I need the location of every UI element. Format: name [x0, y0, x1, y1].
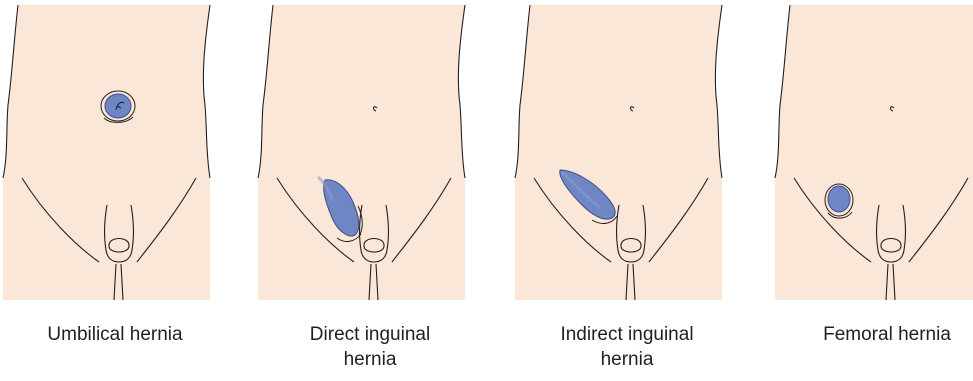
- caption-line-2: hernia: [512, 347, 742, 372]
- caption-line-1: Femoral hernia: [772, 322, 973, 347]
- torso-body: [3, 5, 210, 300]
- torso-body: [258, 5, 465, 300]
- torso-illustration: [0, 0, 230, 320]
- glans-outline: [109, 239, 129, 253]
- panel-direct-inguinal-hernia: Direct inguinal hernia: [255, 0, 485, 381]
- caption-line-2: hernia: [255, 347, 485, 372]
- caption-indirect-inguinal-hernia: Indirect inguinal hernia: [512, 322, 742, 372]
- glans-outline: [881, 239, 901, 253]
- caption-line-1: Direct inguinal: [255, 322, 485, 347]
- panel-indirect-inguinal-hernia: Indirect inguinal hernia: [512, 0, 742, 381]
- torso-body: [515, 5, 722, 300]
- torso-illustration: [255, 0, 485, 320]
- caption-femoral-hernia: Femoral hernia: [772, 322, 973, 347]
- caption-line-1: Umbilical hernia: [0, 322, 230, 347]
- torso-body: [775, 5, 973, 300]
- caption-line-1: Indirect inguinal: [512, 322, 742, 347]
- glans-outline: [621, 239, 641, 253]
- caption-umbilical-hernia: Umbilical hernia: [0, 322, 230, 347]
- panel-femoral-hernia: Femoral hernia: [772, 0, 973, 381]
- caption-direct-inguinal-hernia: Direct inguinal hernia: [255, 322, 485, 372]
- torso-illustration: [512, 0, 742, 320]
- torso-illustration: [772, 0, 973, 320]
- panel-umbilical-hernia: Umbilical hernia: [0, 0, 230, 381]
- glans-outline: [364, 239, 384, 253]
